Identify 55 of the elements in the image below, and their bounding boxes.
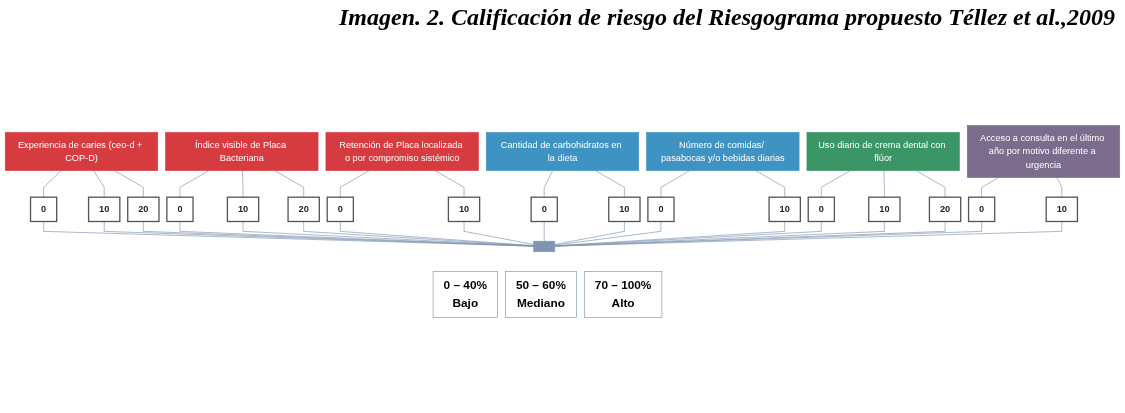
node-bar <box>533 240 556 253</box>
node-box: Índice visible de Placa Bacteriana <box>165 132 319 171</box>
node-box: 0 – 40% Bajo <box>432 271 498 318</box>
connector <box>915 170 946 198</box>
connector <box>274 170 304 198</box>
node-box: 10 <box>868 196 901 223</box>
node-box: 0 <box>967 196 996 223</box>
connector <box>660 170 691 198</box>
node-box: 0 <box>166 196 194 223</box>
node-box: 10 <box>447 196 481 223</box>
node-box: Número de comidas/ pasabocas y/o bebidas diarias <box>646 132 800 171</box>
connector <box>242 221 535 247</box>
connector <box>820 170 851 198</box>
connector <box>179 170 210 198</box>
node-box: 10 <box>87 196 121 223</box>
connector <box>981 177 999 198</box>
connector <box>339 170 370 198</box>
node-box: 20 <box>287 196 320 223</box>
connector <box>554 221 1063 247</box>
connector <box>93 170 105 198</box>
node-box: 0 <box>647 196 675 223</box>
node-box: 20 <box>928 196 962 223</box>
connector <box>43 170 62 198</box>
node-box: 0 <box>807 196 836 223</box>
connector <box>463 221 535 245</box>
connector <box>242 170 244 198</box>
connector <box>543 170 554 198</box>
node-box: 10 <box>608 196 641 223</box>
node-box: 10 <box>768 196 801 223</box>
node-box: Experiencia de caries (ceo-d + COP-D) <box>4 132 159 171</box>
node-box: 10 <box>226 196 260 223</box>
connector <box>434 170 465 198</box>
node-box: Retención de Placa localizada o por compromiso sistémico <box>325 132 479 171</box>
node-box: 20 <box>127 196 160 223</box>
connector <box>303 221 535 247</box>
node-box: 0 <box>29 196 58 223</box>
connector <box>554 221 625 245</box>
connector <box>543 221 545 242</box>
node-box: Uso diario de crema dental con flúor <box>806 132 960 171</box>
connector <box>554 221 662 246</box>
connector <box>339 221 535 246</box>
node-box: 0 <box>326 196 354 223</box>
connector <box>755 170 786 198</box>
node-box: 70 – 100% Alto <box>583 271 663 318</box>
connector <box>1056 177 1063 198</box>
node-box: Acceso a consulta en el último año por motivo diferente a urgencia <box>966 125 1121 178</box>
connector <box>595 170 625 198</box>
figure-title: Imagen. 2. Calificación de riesgo del Riesgograma propuesto Téllez et al.,2009 <box>338 3 1116 32</box>
node-box: 0 <box>530 196 558 223</box>
node-box: 10 <box>1045 196 1079 223</box>
connector <box>883 170 885 198</box>
node-box: 50 – 60% Mediano <box>505 271 577 318</box>
connector <box>114 170 144 198</box>
node-box: Cantidad de carbohidratos en la dieta <box>485 132 640 171</box>
connector <box>554 221 885 247</box>
